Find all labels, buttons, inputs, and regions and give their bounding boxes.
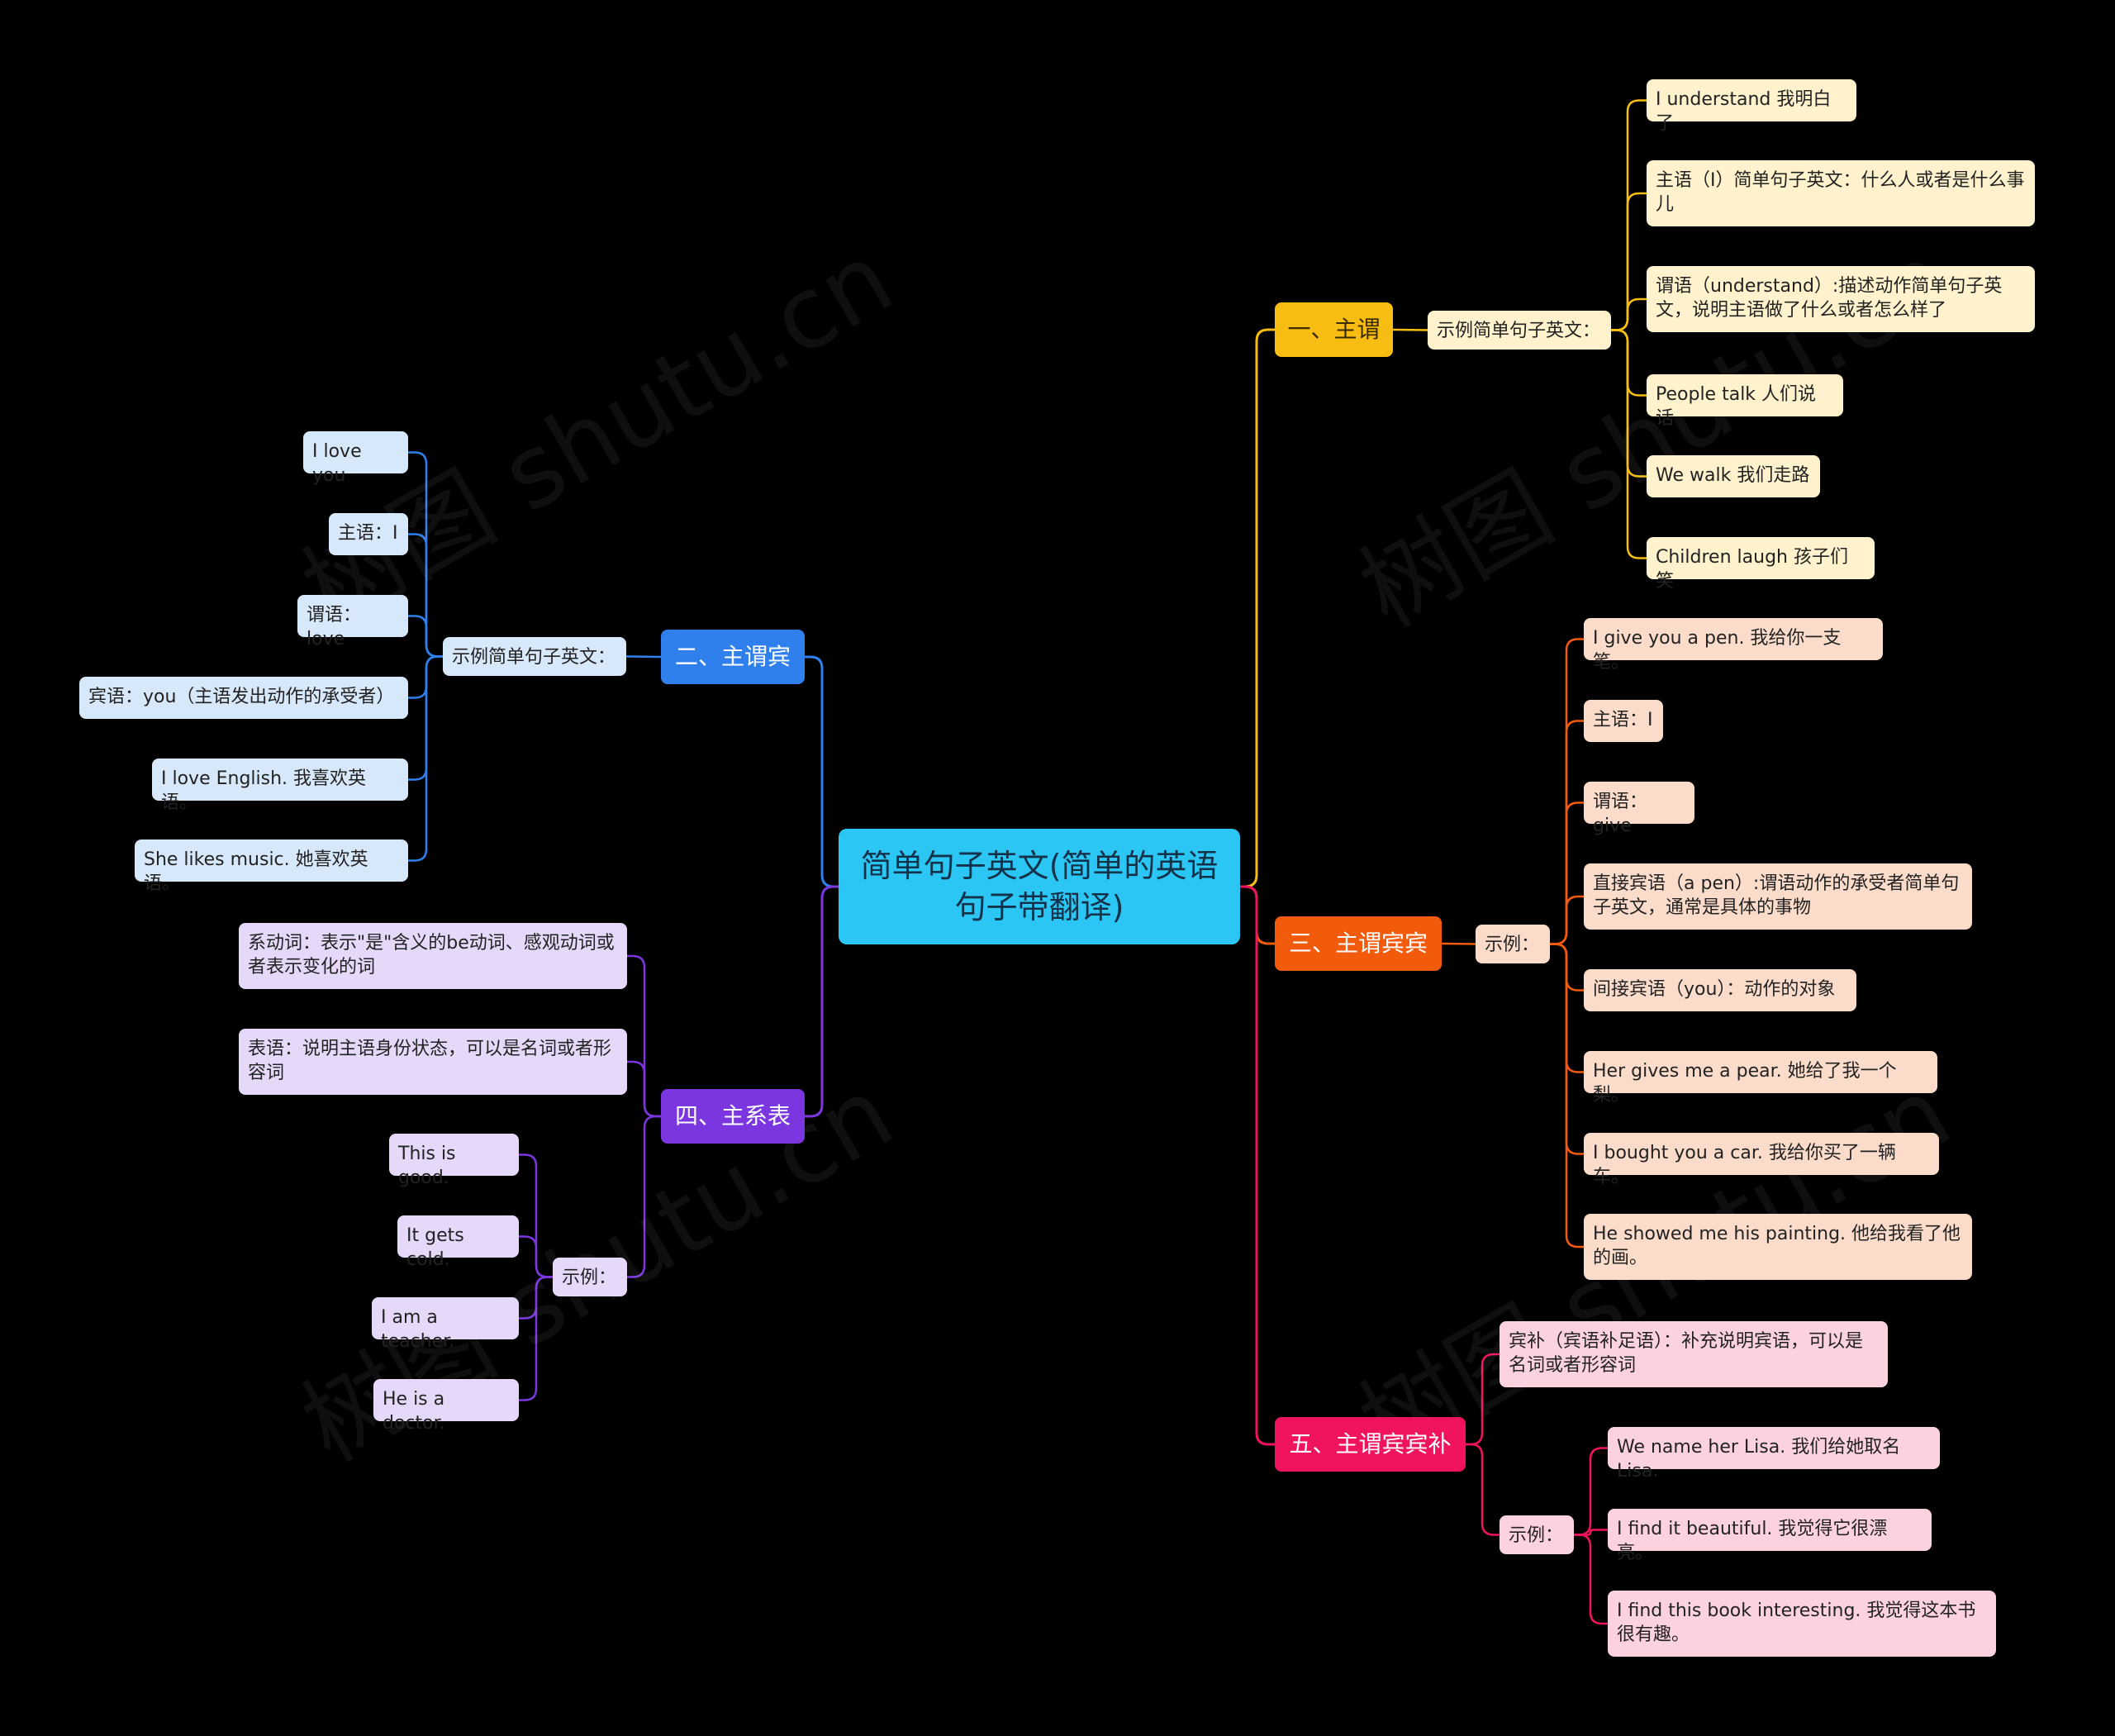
leaf-node-4-3[interactable]: I am a teacher. [372,1297,519,1352]
leaf-node-2-4[interactable]: 宾语：you（主语发出动作的承受者） [79,677,408,719]
leaf-node-3-6[interactable]: Her gives me a pear. 她给了我一个梨。 [1584,1051,1937,1106]
connector-b5-1 [1466,1443,1500,1536]
connector-s4-1 [519,1235,553,1278]
connector-b2-0 [625,655,662,659]
leaf-node-2-5[interactable]: I love English. 我喜欢英语。 [152,759,408,813]
leaf-node-2-2[interactable]: 主语：I [329,513,408,555]
connector-s5-2 [1574,1534,1608,1625]
branch-node-5[interactable]: 五、主谓宾宾补 [1275,1417,1466,1472]
leaf-node-4-1[interactable]: This is good. [389,1134,519,1188]
sub-node-3[interactable]: 示例： [1476,925,1550,963]
branch-node-3[interactable]: 三、主谓宾宾 [1275,916,1442,971]
leaf-node-3-5[interactable]: 间接宾语（you）：动作的对象 [1584,969,1856,1011]
leaf-node-4-2[interactable]: It gets cold. [397,1215,519,1270]
branch-node-2[interactable]: 二、主谓宾 [661,630,805,684]
leaf-node-3-7[interactable]: I bought you a car. 我给你买了一辆车。 [1584,1133,1939,1187]
connector-s3-3 [1550,895,1584,945]
sub-node-2[interactable]: 示例简单句子英文： [443,637,626,676]
leaf-node-3-1[interactable]: I give you a pen. 我给你一支笔。 [1584,618,1883,673]
leaf-node-1-6[interactable]: Children laugh 孩子们笑 [1647,537,1875,592]
leaf-node-2-1[interactable]: I love you [303,431,408,486]
leaf-node-1-1[interactable]: I understand 我明白了 [1647,79,1856,134]
def-node-5-1[interactable]: 宾补（宾语补足语）：补充说明宾语，可以是名词或者形容词 [1500,1321,1888,1387]
connector-s2-2 [408,615,443,658]
branch-node-4[interactable]: 四、主系表 [661,1089,805,1144]
connector-s5-0 [1574,1447,1608,1536]
sub-node-4[interactable]: 示例： [553,1258,627,1296]
leaf-node-1-4[interactable]: People talk 人们说话 [1647,374,1843,429]
root-node[interactable]: 简单句子英文(简单的英语句子带翻译) [839,829,1240,944]
leaf-node-3-3[interactable]: 谓语：give [1584,782,1694,836]
connector-root-right-0 [1240,328,1275,888]
leaf-node-3-8[interactable]: He showed me his painting. 他给我看了他的画。 [1584,1214,1972,1280]
leaf-node-2-3[interactable]: 谓语：love [297,595,408,649]
leaf-node-1-2[interactable]: 主语（I）简单句子英文：什么人或者是什么事儿 [1647,160,2035,226]
def-node-4-1[interactable]: 系动词：表示"是"含义的be动词、感观动词或者表示变化的词 [239,923,627,989]
connector-b1-0 [1392,328,1428,331]
connector-root-left-0 [805,655,839,888]
connector-s1-2 [1611,297,1647,331]
leaf-node-1-3[interactable]: 谓语（understand）:描述动作简单句子英文，说明主语做了什么或者怎么样了 [1647,266,2035,332]
connector-b4-2 [627,1115,661,1278]
leaf-node-3-4[interactable]: 直接宾语（a pen）:谓语动作的承受者简单句子英文，通常是具体的事物 [1584,863,1972,930]
connector-s1-3 [1611,329,1647,397]
connector-s1-0 [1611,99,1647,331]
connector-b4-1 [627,1060,661,1118]
leaf-node-3-2[interactable]: 主语：I [1584,700,1663,742]
sub-node-5[interactable]: 示例： [1500,1515,1574,1554]
connector-s1-5 [1611,329,1647,559]
connector-b5-0 [1466,1353,1500,1446]
connector-s5-1 [1574,1529,1608,1536]
connector-s3-7 [1550,943,1584,1248]
leaf-node-1-5[interactable]: We walk 我们走路 [1647,455,1820,497]
connector-s2-5 [408,655,443,862]
connector-s1-4 [1611,329,1647,478]
leaf-node-5-2[interactable]: I find it beautiful. 我觉得它很漂亮。 [1608,1509,1932,1563]
branch-node-1[interactable]: 一、主谓 [1275,302,1393,357]
connector-s1-1 [1611,192,1647,331]
sub-node-1[interactable]: 示例简单句子英文： [1428,311,1611,350]
def-node-4-2[interactable]: 表语：说明主语身份状态，可以是名词或者形容词 [239,1029,627,1095]
connector-root-right-2 [1240,885,1275,1446]
connector-s4-3 [519,1276,553,1401]
leaf-node-4-4[interactable]: He is a doctor. [373,1379,519,1434]
connector-root-left-1 [805,885,839,1118]
leaf-node-5-3[interactable]: I find this book interesting. 我觉得这本书很有趣。 [1608,1591,1996,1657]
leaf-node-2-6[interactable]: She likes music. 她喜欢英语。 [135,839,408,894]
leaf-node-5-1[interactable]: We name her Lisa. 我们给她取名Lisa. [1608,1427,1940,1482]
